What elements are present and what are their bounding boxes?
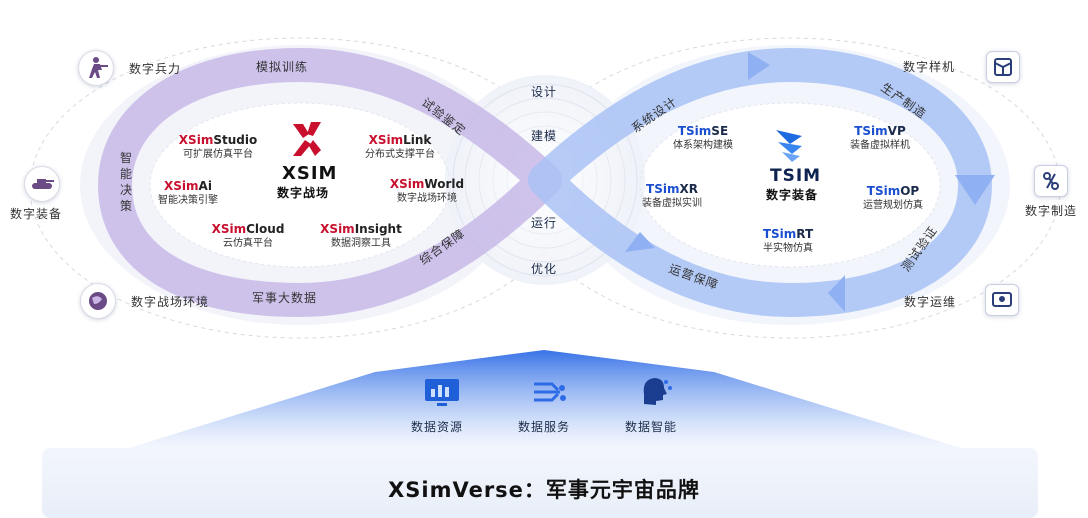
data-flow-icon	[530, 376, 570, 410]
product-tsimxr: TSimXR 装备虚拟实训	[642, 182, 702, 209]
product-xsimworld: XSimWorld 数字战场环境	[389, 177, 465, 204]
product-xsimai: XSimAi 智能决策引擎	[158, 179, 218, 206]
product-xsiminsight: XSimInsight 数据洞察工具	[320, 222, 402, 249]
globe-icon	[80, 283, 116, 319]
side-digital-forces: 数字兵力	[129, 62, 182, 76]
xsim-logo-icon	[287, 120, 329, 160]
band-intelligent-decision: 智能决策	[120, 151, 134, 213]
xsim-logo-text: XSIM	[282, 163, 338, 184]
side-digital-prototype: 数字样机	[903, 60, 956, 74]
cube-icon	[986, 51, 1020, 83]
brand-banner-title: XSimVerse：军事元宇宙品牌	[388, 478, 700, 502]
xsim-core-title: 数字战场	[277, 186, 330, 200]
tools-icon	[1034, 165, 1068, 197]
tsim-logo-icon	[772, 126, 812, 164]
product-tsimvp: TSimVP 装备虚拟样机	[850, 124, 910, 151]
product-xsimlink: XSimLink 分布式支撑平台	[365, 133, 435, 160]
band-military-big-data: 军事大数据	[252, 291, 318, 305]
product-tsimrt: TSimRT 半实物仿真	[762, 227, 814, 254]
tsim-core-title: 数字装备	[766, 188, 819, 202]
upward-beam	[90, 350, 1000, 460]
monitor-chart-icon	[422, 376, 462, 410]
side-digital-manufacturing: 数字制造	[1025, 204, 1078, 218]
product-xsimcloud: XSimCloud 云仿真平台	[211, 222, 285, 249]
foundation-data-resources: 数据资源	[411, 420, 464, 434]
product-tsimop: TSimOP 运营规划仿真	[863, 184, 923, 211]
stage-modeling-label: 建模	[531, 129, 558, 143]
tank-icon	[24, 166, 60, 202]
stage-optimize-label: 优化	[531, 262, 558, 276]
product-tsimse: TSimSE 体系架构建模	[673, 124, 733, 151]
stage-design-label: 设计	[531, 85, 558, 99]
gear-monitor-icon	[985, 284, 1019, 316]
band-simulation-training: 模拟训练	[256, 60, 309, 74]
foundation-data-intelligence: 数据智能	[625, 420, 678, 434]
side-digital-battlefield-env: 数字战场环境	[131, 295, 210, 309]
ai-head-icon	[636, 374, 676, 410]
soldier-icon	[78, 50, 114, 86]
side-digital-equipment: 数字装备	[10, 207, 63, 221]
banner-background	[42, 448, 1038, 518]
side-digital-operations: 数字运维	[904, 295, 957, 309]
product-xsimstudio: XSimStudio 可扩展仿真平台	[178, 133, 258, 160]
stage-run-label: 运行	[531, 216, 558, 230]
tsim-logo-text: TSIM	[770, 166, 822, 186]
foundation-data-services: 数据服务	[518, 420, 571, 434]
